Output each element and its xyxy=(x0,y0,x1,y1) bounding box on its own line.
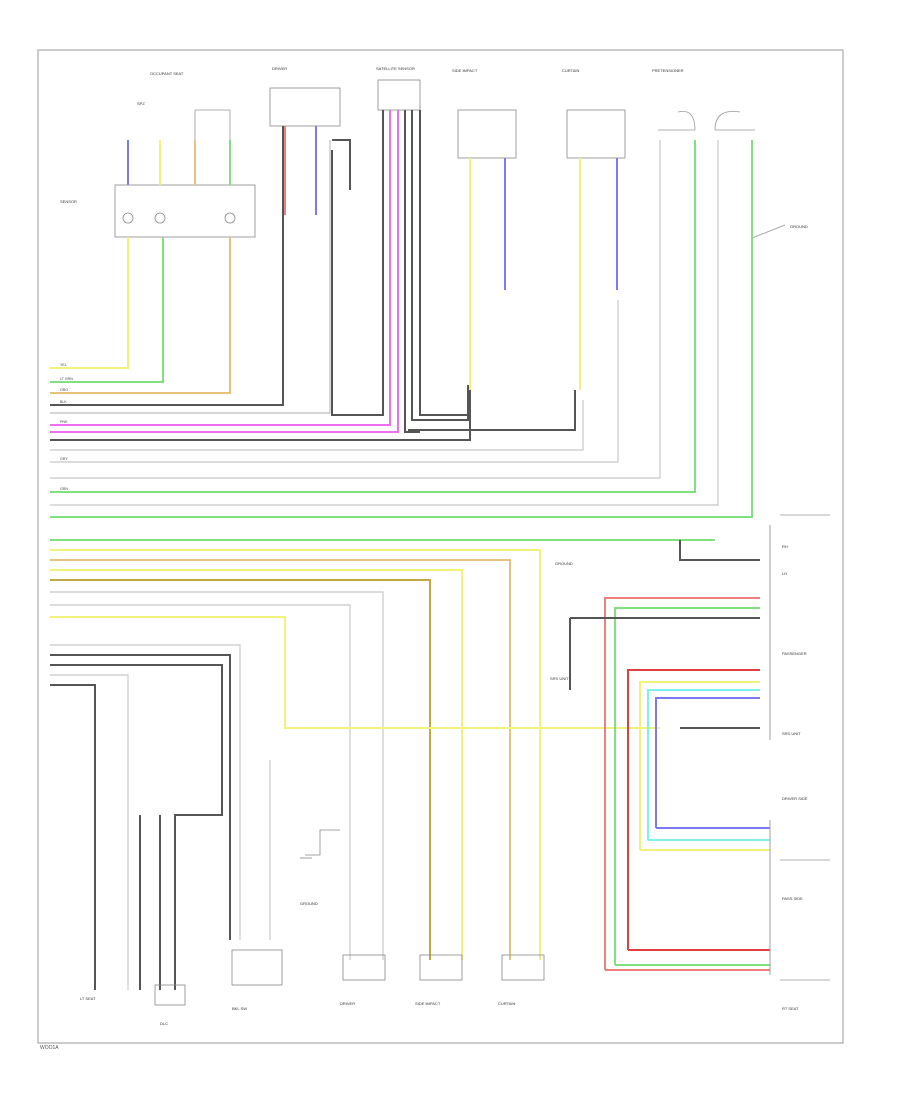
label-lh: LH xyxy=(782,571,787,576)
label-sw: SENSOR xyxy=(60,199,77,204)
top-component-ip: DRIVER xyxy=(269,66,341,127)
label-sd: SIDE IMPACT xyxy=(452,68,478,73)
top-component-fr: SATELLITE SENSOR xyxy=(376,66,421,111)
label-ip2: DRIVER xyxy=(340,1001,355,1006)
label-gnd2: GROUND xyxy=(300,901,318,906)
bottom-wires xyxy=(50,539,770,990)
label-gnd: GROUND xyxy=(790,224,808,229)
label-sd2: SIDE IMPACT xyxy=(415,1001,441,1006)
top-component-pretensioner: PRETENSIONER GROUND xyxy=(652,68,808,239)
bottom-components xyxy=(154,829,545,1006)
label-rt: RT SEAT xyxy=(782,1006,799,1011)
top-component-sd: SIDE IMPACT xyxy=(452,68,517,159)
wl-grn: GRN xyxy=(60,487,68,491)
bottom-labels: LT SEAT DLC BKL SW GROUND DRIVER SIDE IM… xyxy=(80,561,573,1026)
label-ip: DRIVER xyxy=(272,66,287,71)
label-pt: PRETENSIONER xyxy=(652,68,684,73)
label-sl: SRS UNIT xyxy=(782,731,801,736)
wl-gry: GRY xyxy=(60,457,68,461)
wl-yel: YEL xyxy=(60,363,67,367)
top-wires xyxy=(50,110,753,518)
label-ds: DRIVER SIDE xyxy=(782,796,808,801)
top-wire-labels: YEL LT GRN ORG BLK PNK GRY GRN xyxy=(60,363,73,491)
label-fr: SATELLITE SENSOR xyxy=(376,66,415,71)
label-bk: BKL SW xyxy=(232,1006,247,1011)
right-connector: RH LH PASSENGER SRS UNIT DRIVER SIDE PAS… xyxy=(769,514,830,1011)
wl-blk: BLK xyxy=(60,400,67,404)
label-occ: OCCUPANT SEAT xyxy=(150,71,184,76)
label-ps: PASS SIDE xyxy=(782,896,803,901)
top-component-cc: CURTAIN xyxy=(562,68,626,159)
wl-lgn: LT GRN xyxy=(60,377,73,381)
label-cc: CURTAIN xyxy=(562,68,580,73)
label-lt: LT SEAT xyxy=(80,996,96,1001)
diagram-code: WOO1A xyxy=(40,1045,59,1051)
label-sl2: SRS UNIT xyxy=(550,676,569,681)
label-rh: RH xyxy=(782,544,788,549)
label-cc2: CURTAIN xyxy=(498,1001,516,1006)
label-gnd3: GROUND xyxy=(555,561,573,566)
top-component-left: SENSOR OCCUPANT SEAT SPZ xyxy=(60,71,256,238)
wl-pnk: PNK xyxy=(60,420,68,424)
label-spz: SPZ xyxy=(137,101,145,106)
label-dl: DLC xyxy=(160,1021,168,1026)
diagram-frame xyxy=(37,49,844,1044)
label-pa: PASSENGER xyxy=(782,651,807,656)
wl-org: ORG xyxy=(60,388,68,392)
